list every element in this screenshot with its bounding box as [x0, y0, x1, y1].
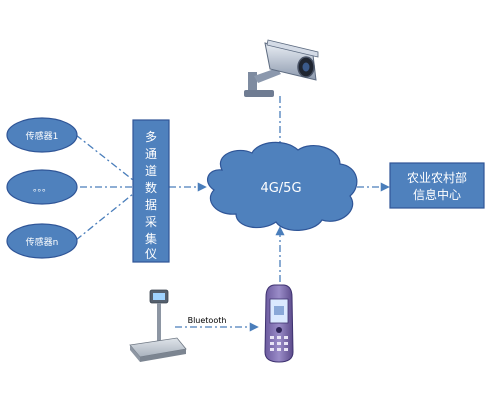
network-label: 4G/5G: [260, 181, 301, 196]
collector-char-1: 多: [145, 130, 157, 144]
sensor-node-ellipsis: 。。。: [6, 169, 78, 205]
data-collector-box: 多 通 道 数 据 采 集 仪: [132, 119, 170, 263]
collector-char-3: 道: [145, 164, 157, 178]
collector-char-5: 据: [145, 198, 157, 212]
sensor-n-label: 传感器n: [26, 236, 59, 248]
sensor-node-n: 传感器n: [6, 223, 78, 259]
link-sensor1-collector: [75, 134, 134, 181]
handheld-terminal-icon: [264, 284, 294, 363]
collector-char-2: 通: [145, 147, 157, 161]
bluetooth-label: Bluetooth: [188, 316, 227, 325]
connectors: [75, 96, 390, 332]
collector-char-4: 数: [145, 180, 157, 195]
info-center-box: 农业农村部 信息中心: [389, 162, 485, 209]
collector-char-7: 集: [145, 231, 157, 246]
collector-char-6: 采: [145, 215, 157, 229]
camera-icon: [244, 39, 319, 97]
collector-char-8: 仪: [145, 247, 157, 261]
center-line-1: 农业农村部: [407, 170, 467, 185]
sensor-1-label: 传感器1: [26, 130, 59, 142]
weighing-scale-icon: [129, 289, 187, 362]
sensor-node-1: 传感器1: [6, 117, 78, 153]
link-sensorn-collector: [75, 193, 134, 241]
center-line-2: 信息中心: [413, 187, 461, 202]
network-cloud: 4G/5G: [206, 141, 358, 231]
sensor-ellipsis-label: 。。。: [33, 184, 51, 194]
